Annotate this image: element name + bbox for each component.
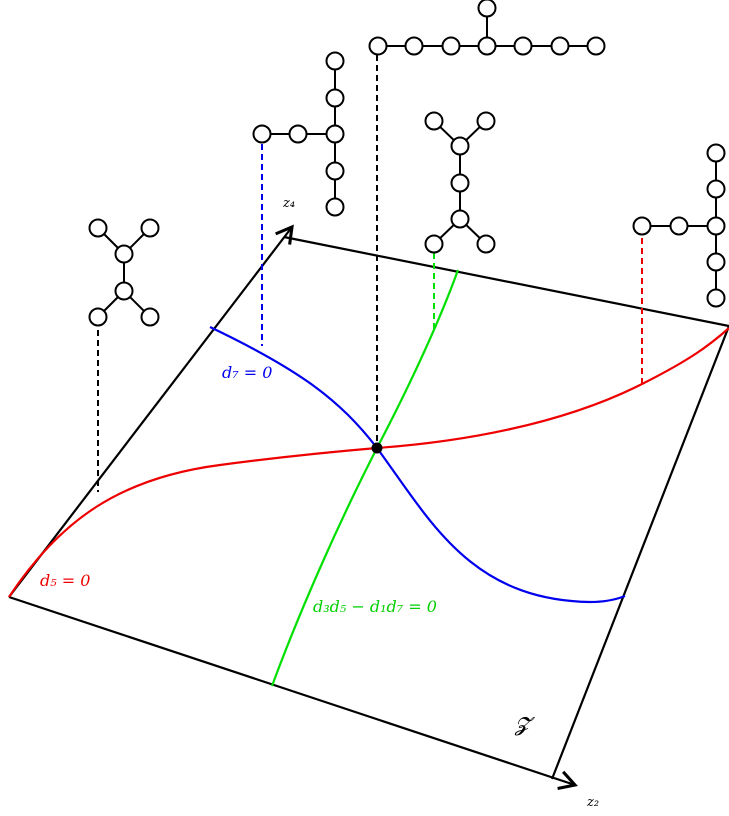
tree-node	[706, 143, 726, 163]
tree-node	[88, 218, 108, 238]
label-region-z: 𝓩	[514, 712, 535, 736]
tree-node	[325, 197, 345, 217]
tree-node	[404, 36, 424, 56]
left-edge-z4-axis	[8, 224, 294, 598]
tree-node	[368, 36, 388, 56]
tree-node	[706, 179, 726, 199]
tree-node	[88, 307, 108, 327]
tree-node	[252, 124, 272, 144]
tree-node	[288, 124, 308, 144]
tree-node	[140, 218, 160, 238]
dashed-connectors	[97, 55, 643, 492]
curve-d7-zero	[209, 326, 626, 604]
tree-node	[706, 288, 726, 308]
tree-node	[476, 111, 496, 131]
long-chain-tree	[368, 0, 606, 56]
bottom-edge-z2-axis	[8, 595, 578, 791]
curve-mixed-zero	[270, 269, 460, 687]
tree-node	[669, 216, 689, 236]
tree-node	[325, 88, 345, 108]
tree-node	[424, 234, 444, 254]
tree-node	[476, 234, 496, 254]
y-shaped-tree-green	[424, 111, 496, 254]
axis-label-z2: z₂	[586, 795, 599, 810]
tree-node	[706, 216, 726, 236]
tree-node	[550, 36, 570, 56]
tree-node	[325, 161, 345, 181]
tree-node	[477, 0, 497, 18]
t-shaped-tree-blue	[252, 51, 345, 217]
tree-node	[114, 244, 134, 264]
tree-node	[477, 36, 497, 56]
label-d7-zero: d₇ = 0	[222, 363, 272, 382]
tree-node	[325, 51, 345, 71]
tree-node	[586, 36, 606, 56]
tree-diagrams	[88, 0, 726, 327]
tree-node	[450, 209, 470, 229]
tree-node	[450, 136, 470, 156]
top-edge	[283, 235, 729, 328]
tree-node	[450, 173, 470, 193]
t-shaped-tree-red	[632, 143, 726, 308]
axis-label-z4: z₄	[282, 196, 295, 211]
right-edge	[550, 325, 729, 780]
domain-frame	[8, 224, 729, 791]
label-d5-zero: d₅ = 0	[40, 571, 90, 590]
label-mixed-zero: d₃d₅ − d₁d₇ = 0	[313, 597, 437, 616]
tree-node	[706, 252, 726, 272]
tree-node	[140, 307, 160, 327]
tree-node	[632, 216, 652, 236]
tree-node	[114, 281, 134, 301]
tree-node	[441, 36, 461, 56]
tree-node	[513, 36, 533, 56]
tree-node	[424, 111, 444, 131]
tree-node	[325, 124, 345, 144]
x-shaped-tree	[88, 218, 160, 327]
